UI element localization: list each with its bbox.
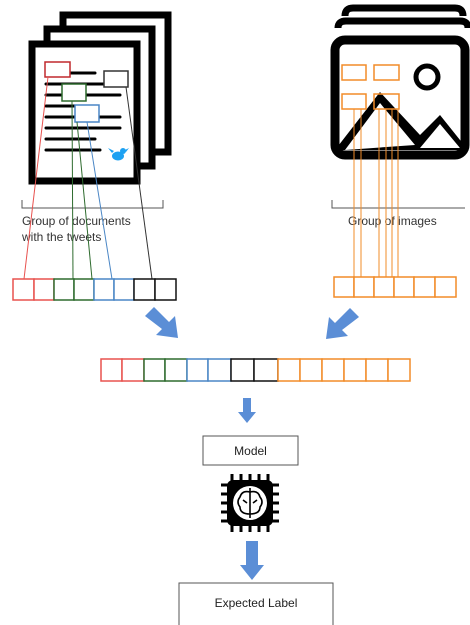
left-merge-arrow xyxy=(145,307,178,338)
twitter-icon xyxy=(108,148,129,161)
documents-label-line2: with the tweets xyxy=(21,230,101,244)
expected-label-box xyxy=(178,582,334,625)
ai-chip-icon xyxy=(221,474,279,532)
expected-label-text: Expected Label xyxy=(215,596,298,610)
right-merge-arrow xyxy=(326,308,359,339)
documents-label-line1: Group of documents xyxy=(22,214,131,228)
image-feature-vector xyxy=(333,276,457,298)
images-bracket xyxy=(331,200,465,209)
doc-highlight-black xyxy=(103,70,129,88)
doc-highlight-red xyxy=(44,61,71,78)
image-connectors xyxy=(353,109,399,277)
down-arrow-icon xyxy=(145,307,359,339)
img-highlight-2 xyxy=(373,64,400,81)
document-feature-vector xyxy=(12,278,177,301)
doc-highlight-blue xyxy=(74,104,100,123)
img-highlight-1 xyxy=(341,64,367,81)
concatenated-feature-vector xyxy=(100,358,411,382)
documents-bracket xyxy=(21,200,164,209)
image-stack-icon xyxy=(330,4,470,160)
document-connectors xyxy=(23,76,153,280)
arrow-to-model xyxy=(238,398,256,423)
arrow-to-expected-label xyxy=(240,541,264,580)
model-label: Model xyxy=(234,444,267,458)
model-box xyxy=(202,435,299,466)
documents-stack-icon xyxy=(28,11,172,185)
doc-highlight-green xyxy=(61,83,87,102)
